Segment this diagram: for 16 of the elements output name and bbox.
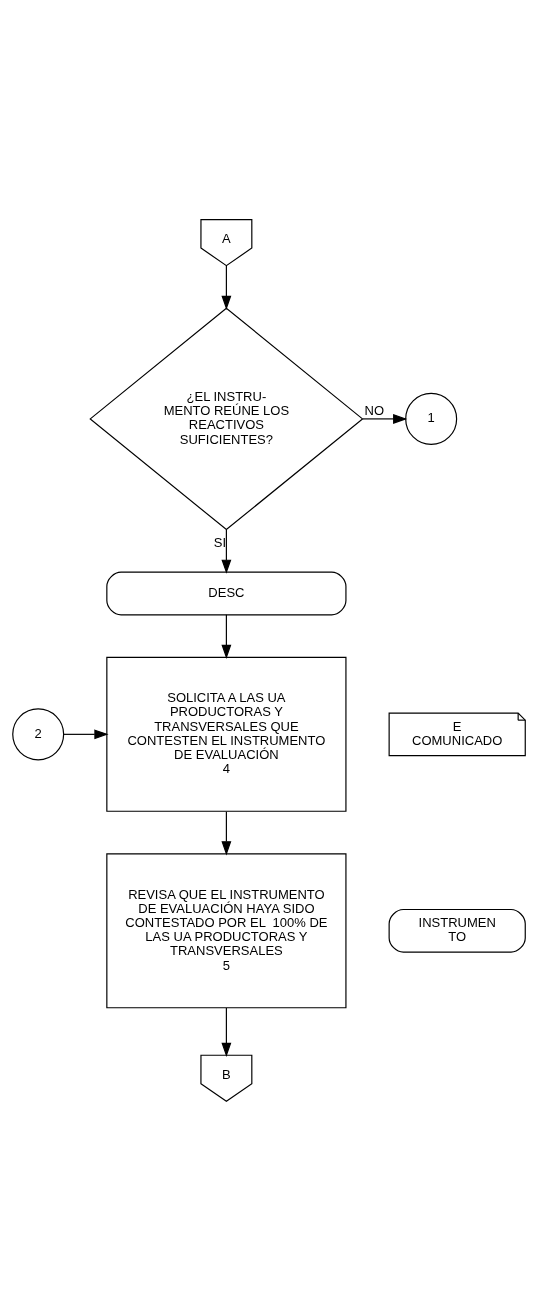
arrow <box>221 614 232 659</box>
node-box: REVISA QUE EL INSTRUMENTO DE EVALUACIÓN HAYA SIDO CONTESTADO POR EL 100% DE LAS UA PRODUCTORAS Y TRANSVERSALES 5 <box>106 853 347 1009</box>
node-diamond: ¿EL INSTRU- MENTO REÚNE LOS REACTIVOS SUFICIENTES? <box>89 307 364 531</box>
arrow <box>221 811 232 856</box>
node-circle: 1 <box>405 392 458 445</box>
node-box: SOLICITA A LAS UA PRODUCTORAS Y TRANSVERSALES QUE CONTESTEN EL INSTRUMENTO DE EVALUACIÓN 4 <box>106 656 347 812</box>
arrow <box>63 729 109 740</box>
edge-label: SI <box>213 535 227 551</box>
arrow <box>221 265 232 310</box>
node-box: INSTRUMEN TO <box>388 908 526 953</box>
arrow <box>221 529 232 574</box>
edge-label: NO <box>364 403 385 419</box>
arrow <box>362 413 408 424</box>
node-circle: 2 <box>12 708 65 761</box>
node-box: DESC <box>106 571 347 616</box>
arrow <box>221 1007 232 1057</box>
